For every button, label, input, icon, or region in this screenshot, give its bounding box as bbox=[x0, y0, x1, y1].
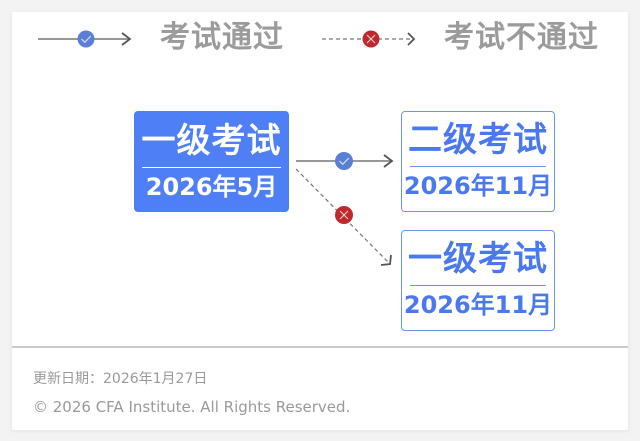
level2-nov-exam-box: 二级考试 2026年11月 bbox=[401, 111, 555, 212]
exam-date: 2026年11月 bbox=[403, 291, 553, 319]
update-date: 更新日期：2026年1月27日 bbox=[33, 371, 208, 387]
fail-arrow bbox=[295, 168, 392, 266]
exam-path-card bbox=[12, 12, 628, 430]
exam-date: 2026年11月 bbox=[403, 172, 553, 200]
exam-date: 2026年5月 bbox=[145, 173, 278, 201]
exam-title: 一级考试 bbox=[408, 239, 548, 279]
flow-connectors bbox=[295, 152, 394, 266]
exam-title: 二级考试 bbox=[408, 120, 548, 160]
x-circle-icon bbox=[335, 206, 353, 224]
legend-fail-label: 考试不通过 bbox=[444, 20, 599, 55]
level1-nov-exam-box: 一级考试 2026年11月 bbox=[401, 230, 555, 331]
copyright: © 2026 CFA Institute. All Rights Reserve… bbox=[33, 398, 351, 416]
box-divider bbox=[410, 166, 546, 167]
pass-arrow bbox=[296, 152, 394, 170]
legend-pass-label: 考试通过 bbox=[160, 20, 284, 55]
check-circle-icon bbox=[77, 30, 95, 48]
footer-divider bbox=[12, 346, 628, 348]
x-circle-icon bbox=[362, 30, 380, 48]
box-divider bbox=[410, 285, 546, 286]
box-divider bbox=[142, 167, 281, 168]
legend-pass-connector bbox=[38, 30, 132, 48]
exam-title: 一级考试 bbox=[141, 121, 282, 161]
check-circle-icon bbox=[335, 152, 353, 170]
level1-may-exam-box: 一级考试 2026年5月 bbox=[134, 111, 289, 212]
legend-fail-connector bbox=[322, 30, 416, 48]
